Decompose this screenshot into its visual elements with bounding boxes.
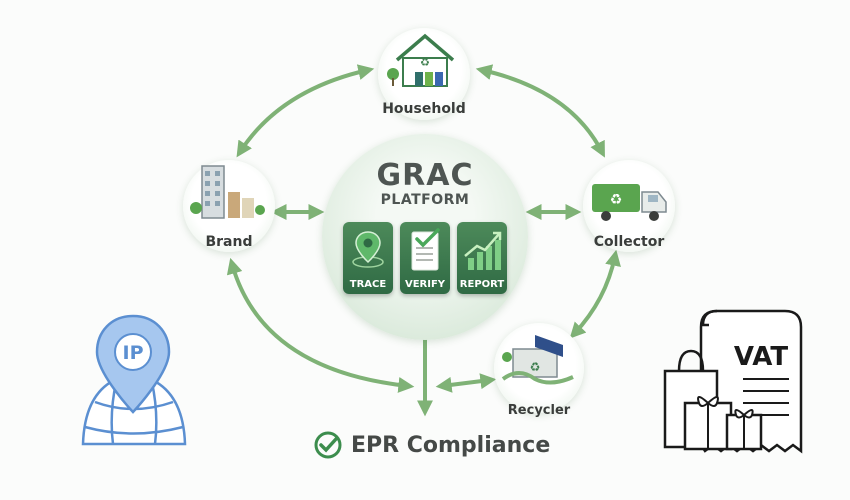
recycling-plant-icon: ♻: [501, 335, 574, 385]
arrow-compliance-recycler: [435, 373, 497, 393]
checklist-icon: [411, 228, 440, 271]
platform-subtitle: PLATFORM: [380, 192, 470, 208]
office-building-icon: [190, 165, 265, 219]
map-pin-icon: [352, 231, 384, 268]
feature-label-trace: TRACE: [349, 279, 387, 290]
recycling-truck-icon: ♻: [592, 184, 667, 221]
arrow-household-collector: [475, 64, 605, 158]
growth-chart-icon: [464, 231, 502, 270]
recycler-label: Recycler: [507, 403, 571, 418]
svg-text:♻: ♻: [610, 192, 623, 208]
svg-text:♻: ♻: [420, 56, 430, 69]
brand-label: Brand: [205, 234, 253, 250]
arrow-brand-compliance: [226, 257, 415, 393]
arrow-household-brand: [236, 64, 375, 158]
arrow-collector-recycler: [569, 249, 621, 339]
household-label: Household: [382, 101, 466, 117]
ip-text: IP: [123, 342, 144, 364]
epr-compliance-label: EPR Compliance: [351, 432, 551, 458]
ip-location-pin-icon: IP: [81, 314, 187, 446]
feature-card-verify: VERIFY: [400, 222, 450, 294]
epr-compliance: EPR Compliance: [313, 429, 550, 461]
feature-card-report: REPORT: [457, 222, 507, 294]
vat-receipt-shopping-bag-icon: VAT: [663, 309, 803, 454]
platform-title: GRAC: [376, 158, 474, 193]
collector-label: Collector: [593, 234, 665, 250]
recycling-house-icon: ♻: [387, 33, 455, 87]
feature-card-trace: TRACE: [343, 222, 393, 294]
vat-text: VAT: [734, 342, 788, 372]
feature-label-report: REPORT: [459, 279, 505, 290]
check-circle-icon: [314, 431, 342, 459]
feature-label-verify: VERIFY: [404, 279, 446, 290]
svg-text:♻: ♻: [530, 360, 541, 374]
